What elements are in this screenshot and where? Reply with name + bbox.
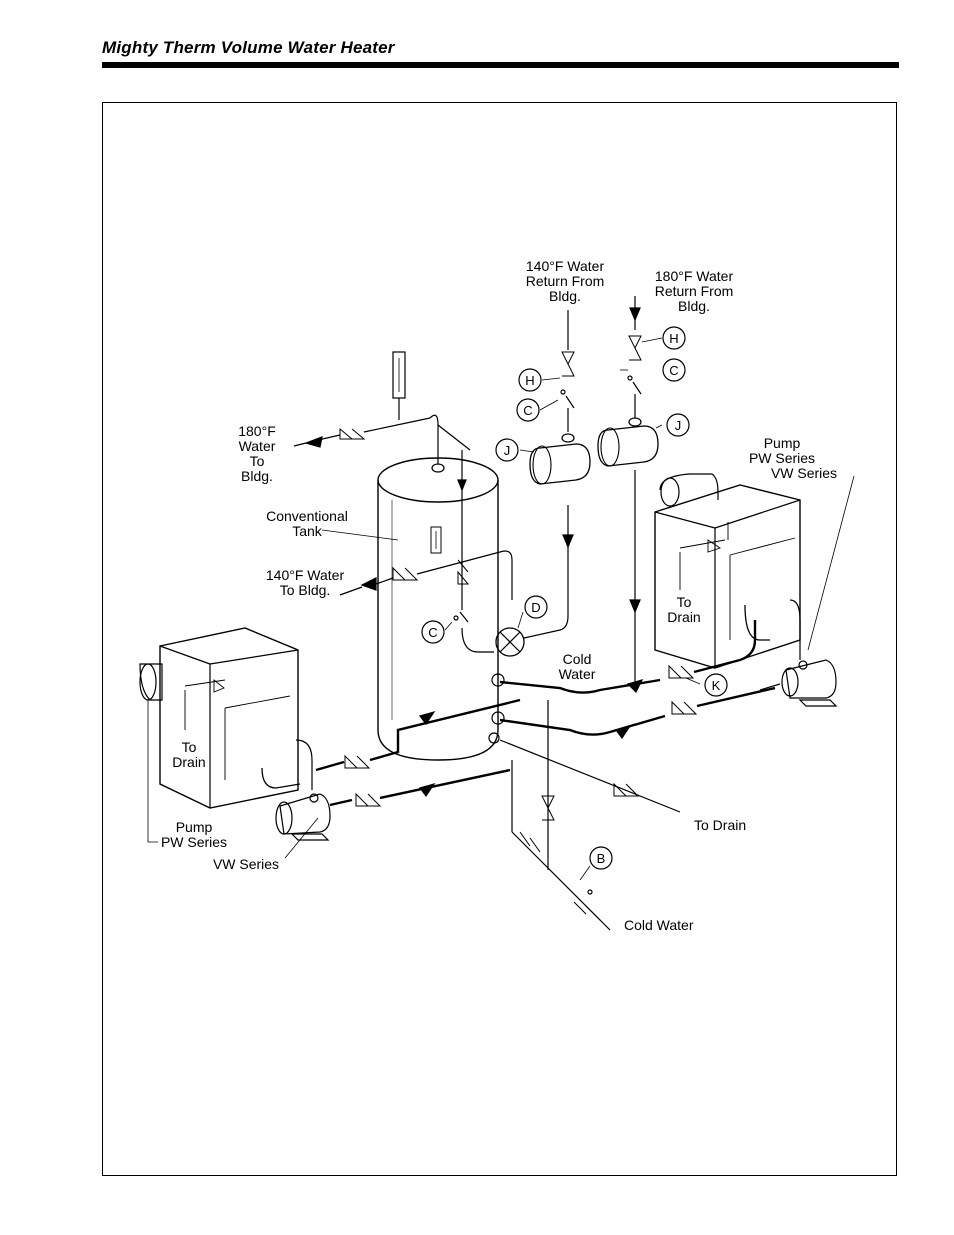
pump-right: [759, 659, 838, 707]
pump-left: [275, 793, 331, 841]
main-piping: [315, 620, 776, 931]
pipe-140-to-bldg: [339, 550, 513, 600]
label-pump-right-line3: VW Series: [771, 465, 837, 481]
callout-tags: H C J H C J D C K B: [421, 326, 728, 870]
label-180-to-bldg-line4: Bldg.: [241, 468, 273, 484]
label-to-drain: To Drain: [694, 817, 746, 833]
label-180-to-bldg-line3: To: [250, 453, 265, 469]
tag-j-left: J: [504, 443, 511, 458]
label-drain-left-line1: To: [182, 739, 197, 755]
tag-h-right: H: [669, 331, 678, 346]
return-180-stack: [597, 296, 659, 690]
diagram-frame: [102, 102, 897, 1176]
conventional-tank: [377, 440, 499, 761]
label-drain-right-line1: To: [677, 594, 692, 610]
label-140-to-bldg-line2: To Bldg.: [280, 582, 331, 598]
tag-c-right: C: [669, 363, 678, 378]
label-140-to-bldg-line1: 140°F Water: [266, 567, 345, 583]
label-return-180-line1: 180°F Water: [655, 268, 734, 284]
label-cold-water-line2: Water: [559, 666, 596, 682]
label-180-to-bldg-line1: 180°F: [238, 423, 276, 439]
labels: 140°F Water Return From Bldg. 180°F Wate…: [161, 258, 837, 933]
pipe-180-to-bldg: [293, 414, 471, 590]
label-pump-right-line2: PW Series: [749, 450, 815, 466]
boiler-right: [654, 473, 801, 669]
label-return-140-line3: Bldg.: [549, 288, 581, 304]
label-pump-left-line2: PW Series: [161, 834, 227, 850]
tag-d: D: [531, 600, 540, 615]
label-tank-line1: Conventional: [266, 508, 348, 524]
tag-c-left: C: [523, 403, 532, 418]
tag-h-left: H: [525, 373, 534, 388]
page-header-title: Mighty Therm Volume Water Heater: [102, 38, 395, 57]
label-drain-right-line2: Drain: [667, 609, 700, 625]
label-drain-left-line2: Drain: [172, 754, 205, 770]
tag-b: B: [597, 851, 606, 866]
boiler-left: [139, 627, 313, 809]
tag-c-tank: C: [428, 625, 437, 640]
label-return-180-line3: Bldg.: [678, 298, 710, 314]
tag-j-right: J: [675, 418, 682, 433]
mixing-valve-assembly: [453, 505, 574, 657]
label-cold-water-line1: Cold: [563, 651, 592, 667]
label-pump-left-line1: Pump: [176, 819, 213, 835]
label-cold-water-inlet: Cold Water: [624, 917, 694, 933]
label-return-140-line1: 140°F Water: [526, 258, 605, 274]
header-rule: [102, 62, 899, 68]
label-pump-left-line3: VW Series: [213, 856, 279, 872]
label-pump-right-line1: Pump: [764, 435, 801, 451]
leader-lines: [147, 337, 855, 881]
tag-k: K: [712, 678, 721, 693]
return-140-stack: [529, 310, 591, 485]
label-tank-line2: Tank: [292, 523, 323, 539]
label-180-to-bldg-line2: Water: [239, 438, 276, 454]
thermometer-top: [392, 351, 406, 420]
label-return-140-line2: Return From: [526, 273, 605, 289]
label-return-180-line2: Return From: [655, 283, 734, 299]
